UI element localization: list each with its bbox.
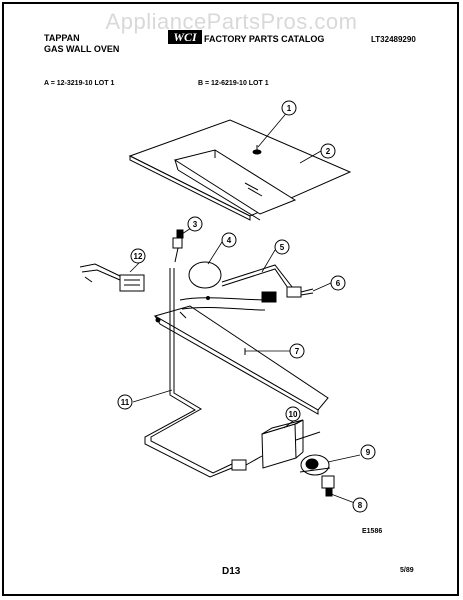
- catalog-date: 5/89: [400, 567, 414, 574]
- callout-11: 11: [117, 394, 133, 410]
- catalog-title: FACTORY PARTS CATALOG: [204, 34, 325, 44]
- svg-text:5: 5: [280, 243, 285, 252]
- leader-lines: [129, 109, 361, 506]
- wci-logo-icon: WCI: [168, 30, 202, 44]
- product-name: GAS WALL OVEN: [44, 44, 120, 54]
- part-air-shutter: [188, 261, 222, 300]
- logo-text: WCI: [173, 30, 198, 44]
- part-gas-tubing: [144, 268, 263, 478]
- svg-text:3: 3: [193, 220, 198, 229]
- watermark: AppliancePartsPros.com: [105, 9, 358, 34]
- svg-text:7: 7: [295, 347, 300, 356]
- figure-reference: E1586: [362, 528, 383, 535]
- part-igniter-lead: [221, 264, 297, 295]
- part-screw: [252, 145, 262, 155]
- part-orifice: [172, 229, 184, 263]
- svg-text:1: 1: [287, 104, 292, 113]
- callout-8: 8: [352, 497, 368, 513]
- part-regulator: [299, 454, 331, 476]
- callout-5: 5: [274, 239, 290, 255]
- callout-6: 6: [330, 275, 346, 291]
- part-fitting: [321, 475, 335, 497]
- model-b-label: B = 12-6219-10 LOT 1: [198, 80, 269, 87]
- callouts: 1 2 3 4 5 6 7 8 9 10 11 12: [117, 100, 376, 513]
- part-baffle-plate: [128, 119, 352, 221]
- callout-7: 7: [289, 343, 305, 359]
- model-a-label: A = 12-3219-10 LOT 1: [44, 80, 115, 87]
- callout-1: 1: [281, 100, 297, 116]
- callout-12: 12: [130, 248, 146, 264]
- svg-text:11: 11: [121, 398, 130, 407]
- callout-9: 9: [360, 444, 376, 460]
- part-igniter: [286, 286, 314, 298]
- svg-text:4: 4: [227, 236, 232, 245]
- svg-text:9: 9: [366, 448, 371, 457]
- svg-text:2: 2: [326, 147, 331, 156]
- svg-text:10: 10: [289, 410, 298, 419]
- part-burner-tube: [153, 291, 329, 415]
- svg-text:12: 12: [134, 252, 143, 261]
- callout-4: 4: [221, 232, 237, 248]
- brand-name: TAPPAN: [44, 33, 80, 43]
- callout-10: 10: [285, 406, 301, 422]
- svg-text:6: 6: [336, 279, 341, 288]
- part-wiring-harness: [79, 263, 145, 292]
- catalog-code: LT32489290: [371, 35, 416, 44]
- callout-2: 2: [320, 143, 336, 159]
- brand-block: TAPPAN GAS WALL OVEN: [44, 33, 119, 55]
- part-gas-valve: [261, 419, 321, 469]
- callout-3: 3: [187, 216, 203, 232]
- page-code: D13: [222, 566, 241, 577]
- page-border: [2, 2, 459, 596]
- svg-text:8: 8: [358, 501, 363, 510]
